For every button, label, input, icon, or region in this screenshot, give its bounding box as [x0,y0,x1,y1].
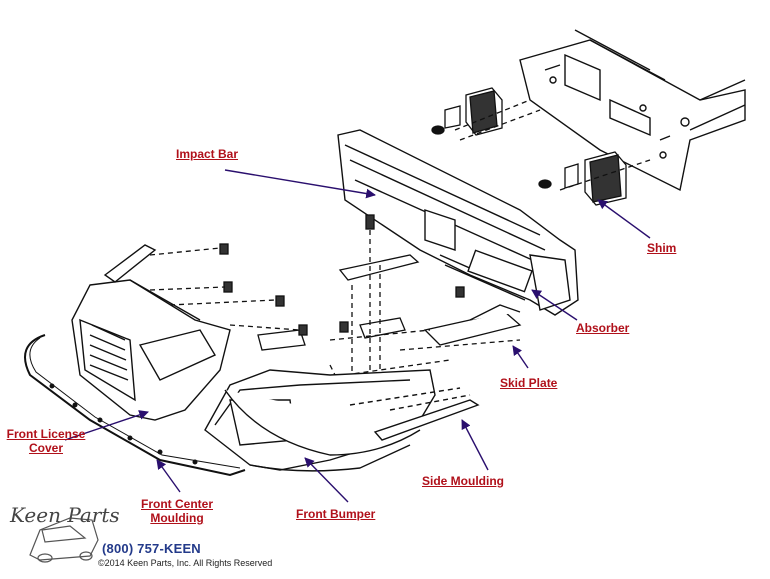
arrow-skid-plate [512,345,529,369]
side-moulding-drawing [349,387,480,441]
front-bumper-drawing [204,369,436,472]
arrow-impact-bar [224,169,376,199]
shim-lower-drawing [538,151,651,206]
front-license-cover-drawing [71,244,231,421]
arrow-absorber [531,289,578,321]
front-center-moulding-drawing [24,334,246,477]
frame-rail-drawing [519,29,746,192]
copyright-text: ©2014 Keen Parts, Inc. All Rights Reserv… [98,558,273,568]
arrow-front-bumper [304,457,349,503]
keen-parts-logo-text: Keen Parts [10,503,120,527]
label-front-bumper[interactable]: Front Bumper [296,507,376,521]
label-absorber[interactable]: Absorber [576,321,630,335]
label-shim[interactable]: Shim [647,241,677,255]
label-skid-plate[interactable]: Skid Plate [500,376,558,390]
phone-number: (800) 757-KEEN [102,541,201,556]
label-side-moulding[interactable]: Side Moulding [422,474,504,488]
keen-parts-logo-car [29,517,99,563]
arrow-front-center-moulding [156,459,181,493]
leader-arrows [64,169,651,503]
arrow-side-moulding [461,419,489,471]
arrow-shim [597,199,651,239]
bracket-hardware-drawing [149,214,522,401]
shim-upper-drawing [431,87,541,141]
label-front-center-moulding[interactable]: Front Center Moulding [141,497,213,525]
arrow-front-license-cover [64,410,149,441]
label-front-license-cover[interactable]: Front License Cover [6,427,86,455]
label-impact-bar[interactable]: Impact Bar [176,147,239,161]
